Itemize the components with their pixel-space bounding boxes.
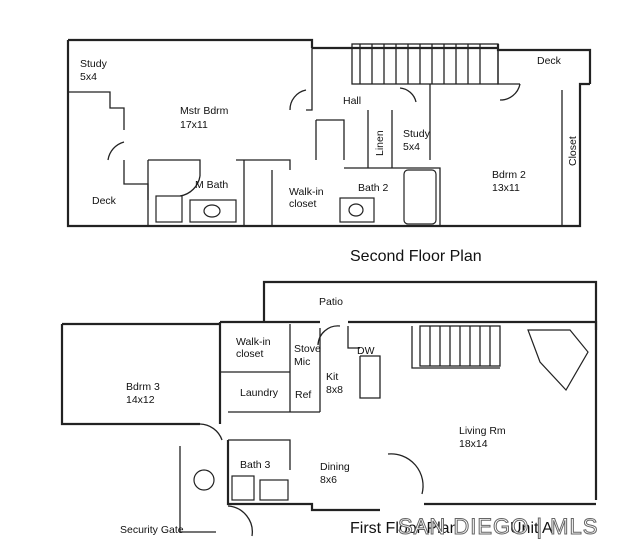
room-dims-dining: 8x6 [320, 474, 337, 486]
room-label-study-1: Study [80, 58, 108, 70]
dw-wall [347, 326, 360, 349]
first-floor-south-wall [226, 440, 380, 512]
room-dims-study-1: 5x4 [80, 71, 97, 83]
room-label-bath-3: Bath 3 [240, 459, 271, 471]
first-floor-north-wall-east [348, 320, 598, 500]
room-label-walk-in-1: Walk-in [236, 336, 271, 348]
kitchen-island [359, 355, 381, 399]
first-floor-plan [60, 280, 598, 537]
deck-wall [123, 160, 149, 200]
room-label-bath-2: Bath 2 [358, 182, 389, 194]
bath2-wall [344, 167, 441, 226]
room-label-study-2: Study [403, 128, 431, 140]
stairs-wall [411, 326, 500, 369]
room-label-walk-in-closet-1: closet [236, 348, 264, 360]
room-dims-bdrm-2: 13x11 [492, 182, 520, 194]
second-floor-labels: Study 5x4 Mstr Bdrm 17x11 Hall Deck Stud… [80, 55, 579, 265]
room-label-patio: Patio [319, 296, 343, 308]
first-floor-stairs [419, 325, 501, 367]
room-label-mic: Mic [294, 356, 310, 368]
room-dims-mstr-bdrm: 17x11 [180, 119, 208, 131]
hall-door [289, 89, 307, 111]
room-label-deck-east: Deck [537, 55, 562, 67]
room-label-laundry: Laundry [240, 387, 279, 399]
bath2-tub [403, 169, 437, 225]
room-label-deck-west: Deck [92, 195, 117, 207]
hall-west-wall [306, 48, 313, 111]
room-label-ref: Ref [295, 389, 311, 401]
room-label-dining: Dining [320, 461, 350, 473]
mbath-toilet [155, 195, 183, 223]
study-door [107, 141, 125, 161]
room-label-stove: Stove [294, 343, 321, 355]
closet-north-wall [236, 159, 291, 170]
room-label-linen: Linen [374, 130, 386, 156]
security-gate-wall [179, 446, 216, 533]
second-floor-outer-wall-north [68, 38, 314, 48]
bath3-toilet [231, 475, 255, 501]
room-label-security-gate: Security Gate [120, 524, 184, 536]
room-label-dw: DW [357, 345, 375, 357]
first-floor-title: First Floor Plan [350, 520, 458, 537]
room-label-walk-in: Walk-in [289, 186, 324, 198]
second-floor-plan [66, 38, 592, 228]
bath3-sink [259, 479, 289, 501]
bath3-north-wall [228, 439, 291, 470]
patio-outline [262, 280, 598, 330]
room-dims-bdrm-3: 14x12 [126, 394, 155, 406]
bath2-sink [348, 203, 364, 217]
unit-label: Unit A [510, 520, 553, 537]
fireplace [527, 329, 589, 392]
gate-fixture [193, 469, 215, 491]
bdrm3-outer-wall [60, 324, 200, 426]
room-label-closet: Closet [567, 136, 579, 166]
room-label-m-bath: M Bath [195, 179, 228, 191]
mls-watermark: SAN DIEGO | MLS [398, 514, 598, 539]
room-label-bdrm-3: Bdrm 3 [126, 381, 160, 393]
room-dims-living-rm: 18x14 [459, 438, 488, 450]
study-wall [68, 91, 125, 130]
room-label-kit: Kit [326, 371, 338, 383]
bdrm2-deck-door [499, 83, 521, 101]
room-label-bdrm-2: Bdrm 2 [492, 169, 526, 181]
mbath-sink [203, 204, 221, 218]
second-floor-outer-wall-west [66, 40, 300, 228]
mbath-north-wall [148, 159, 201, 176]
room-label-hall: Hall [343, 95, 361, 107]
room-label-living-rm: Living Rm [459, 425, 506, 437]
bdrm3-door [199, 423, 223, 441]
room-label-mstr-bdrm: Mstr Bdrm [180, 105, 229, 117]
patio-door [317, 325, 341, 346]
room-dims-study-2: 5x4 [403, 141, 420, 153]
hall-closet [316, 119, 345, 160]
bdrm2-deck-wall [497, 50, 520, 85]
second-floor-title: Second Floor Plan [350, 248, 482, 265]
entry-door [387, 453, 424, 495]
room-label-walk-in-closet: closet [289, 198, 317, 210]
gate-door [227, 505, 253, 537]
first-floor-labels: Patio Walk-in closet Stove Mic DW Bdrm 3… [120, 296, 553, 537]
study-door-2 [399, 87, 417, 103]
second-floor-stairs [351, 43, 499, 85]
room-dims-kit: 8x8 [326, 384, 343, 396]
